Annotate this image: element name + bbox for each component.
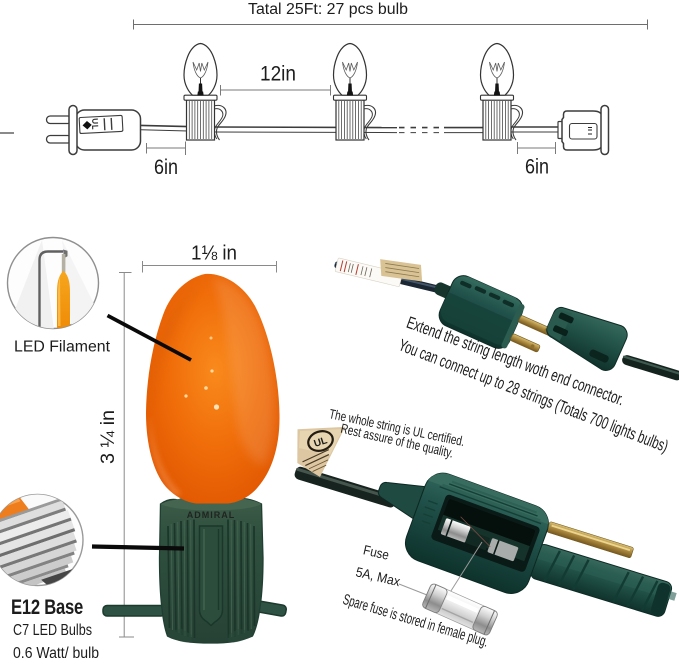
svg-text:3 ¼ in: 3 ¼ in: [97, 410, 119, 464]
svg-text:0.6 Watt/ bulb: 0.6 Watt/ bulb: [13, 645, 99, 660]
svg-text:12in: 12in: [260, 62, 296, 86]
svg-text:1⅛ in: 1⅛ in: [191, 243, 237, 265]
svg-text:C7 LED Bulbs: C7 LED Bulbs: [13, 622, 92, 639]
svg-text:6in: 6in: [525, 155, 549, 179]
svg-text:E12 Base: E12 Base: [11, 596, 83, 619]
svg-text:UL: UL: [313, 435, 329, 450]
svg-text:Fuse: Fuse: [362, 542, 391, 562]
svg-text:Tatal 25Ft: 27 pcs bulb: Tatal 25Ft: 27 pcs bulb: [248, 1, 408, 18]
svg-text:6in: 6in: [154, 155, 178, 179]
svg-text:ADMIRAL: ADMIRAL: [187, 510, 236, 520]
svg-text:LED Filament: LED Filament: [14, 339, 111, 356]
